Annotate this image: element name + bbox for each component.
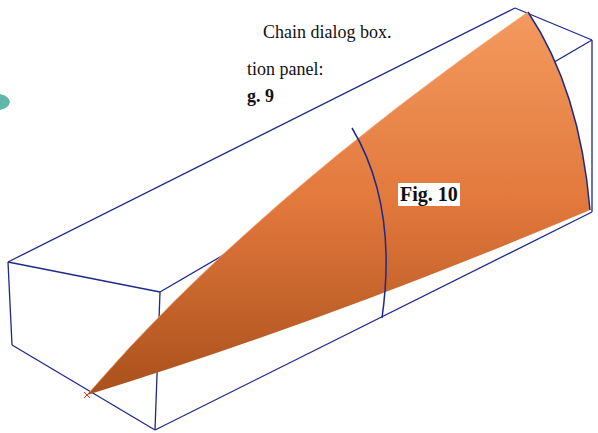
bounding-box [8,8,592,430]
text-fragment: Chain dialog box. [261,22,394,43]
surface-highlight [87,12,528,395]
icon-fragment [0,94,10,110]
lofted-surface [87,12,590,395]
figure-caption: Fig. 10 [398,183,460,206]
start-point [84,392,90,398]
text-fragment: tion panel: [245,59,325,80]
figure-reference: g. 9 [245,86,276,107]
section-curve [352,128,386,318]
section-curve [528,12,590,210]
